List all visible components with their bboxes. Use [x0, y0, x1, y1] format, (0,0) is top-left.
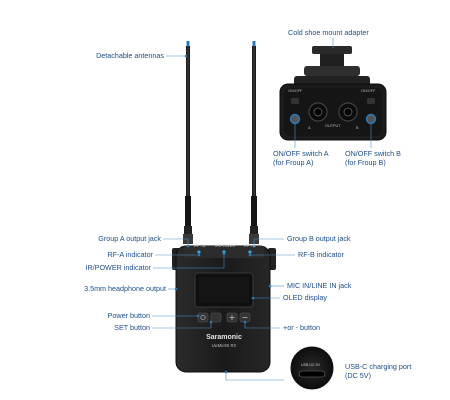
- callout-usb-c-line2: (DC 5V): [345, 370, 371, 380]
- callout-plus-minus-button: +or - button: [283, 323, 320, 332]
- callout-group-b-jack: Group B output jack: [287, 234, 351, 243]
- device-model-label: UwMic9S RX: [211, 343, 237, 348]
- antenna-left: [183, 41, 193, 244]
- device-label-ir-power: IR/POWER: [215, 243, 236, 248]
- leader-dots: [174, 54, 272, 374]
- leader-usb: [225, 372, 284, 381]
- callout-switch-b-line2: (for Froup B): [345, 157, 386, 167]
- callout-switch-a: ON/OFF switch A (for Froup A): [273, 149, 329, 167]
- ir-power-led: [222, 250, 226, 254]
- callout-set-button: SET button: [114, 323, 150, 332]
- receiver-body: [172, 245, 276, 373]
- callout-switch-a-line1: ON/OFF switch A: [273, 149, 329, 158]
- antenna-right: [249, 41, 259, 244]
- adapter-label-b: B: [356, 126, 359, 130]
- set-button-shape: [210, 312, 222, 323]
- leader-plus-minus: [244, 322, 280, 329]
- device-label-rf-b: RF - B: [244, 243, 256, 248]
- callout-switch-b: ON/OFF switch B (for Froup B): [345, 149, 401, 167]
- callout-mic-line-jack: MIC IN/LINE IN jack: [287, 281, 352, 290]
- callout-switch-a-line2: (for Froup A): [273, 157, 314, 167]
- callout-headphone-output: 3.5mm headphone output: [84, 284, 166, 293]
- callout-ir-power-indicator: IR/POWER indicator: [85, 263, 151, 272]
- usb-port-label: USB DC 5V: [301, 363, 320, 367]
- callout-group-a-jack: Group A output jack: [98, 234, 161, 243]
- device-label-rf-a: RF - A: [194, 243, 206, 248]
- callout-power-button: Power button: [107, 311, 150, 320]
- adapter-label-on-off-left: ON/OFF: [288, 89, 303, 93]
- callout-usb-c-line1: USB-C charging port: [345, 362, 412, 371]
- leader-group-b: [253, 238, 284, 246]
- adapter-label-a: A: [308, 126, 311, 130]
- leader-group-a: [163, 238, 189, 246]
- adapter-label-output: OUTPUT: [325, 124, 341, 128]
- callout-oled-display: OLED display: [283, 293, 327, 302]
- callout-usb-c: USB-C charging port (DC 5V): [345, 362, 412, 380]
- adapter-label-on-off-right: ON/OFF: [361, 89, 376, 93]
- callout-rf-b-indicator: RF-B indicator: [298, 250, 344, 259]
- device-brand-logo: Saramonic: [206, 334, 242, 341]
- leader-lines: [152, 38, 372, 381]
- callout-rf-a-indicator: RF-A indicator: [107, 250, 153, 259]
- cold-shoe-adapter: [279, 46, 387, 141]
- switch-a-knob: [289, 113, 301, 125]
- rf-a-led: [197, 250, 201, 254]
- switch-b-knob: [365, 113, 377, 125]
- leader-ir-power: [153, 254, 225, 269]
- leader-set: [152, 322, 212, 329]
- rf-b-led: [248, 250, 252, 254]
- power-button-shape: [197, 312, 209, 323]
- callout-cold-shoe: Cold shoe mount adapter: [288, 28, 369, 37]
- usb-c-port: [290, 346, 334, 390]
- callout-switch-b-line1: ON/OFF switch B: [345, 149, 401, 158]
- callout-antennas: Detachable antennas: [96, 51, 164, 60]
